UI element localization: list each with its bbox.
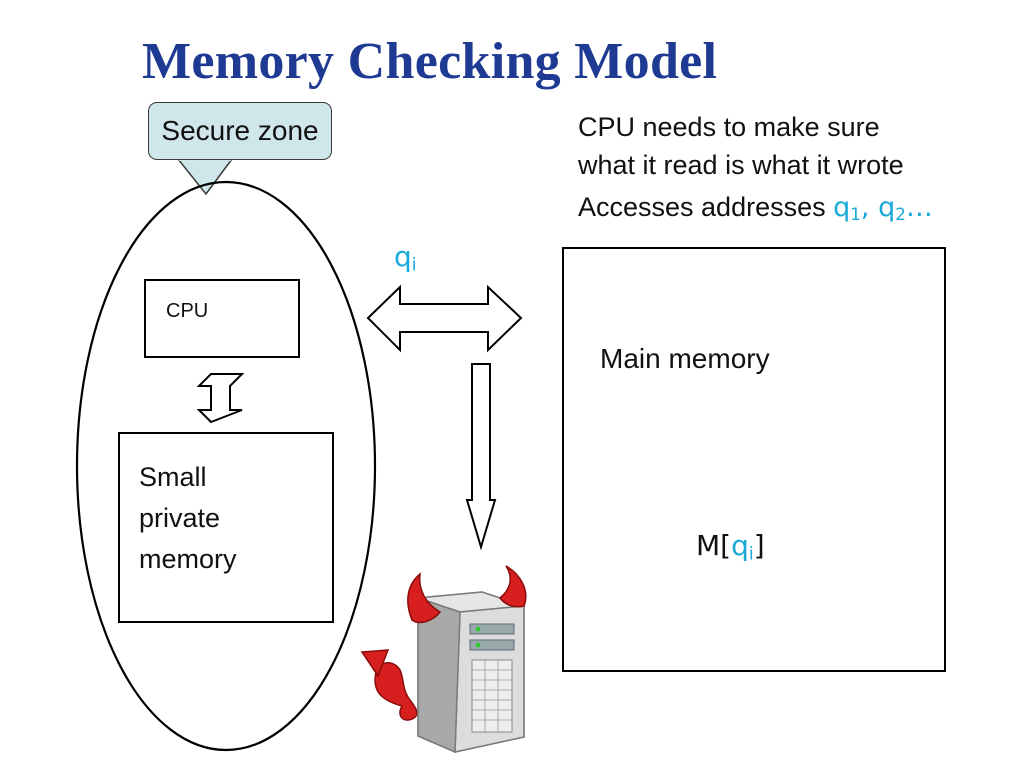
secure-zone-ellipse xyxy=(75,180,377,752)
down-arrow-to-adversary xyxy=(465,363,497,551)
private-memory-box: Small private memory xyxy=(118,432,334,623)
note-line-3-prefix: Accesses addresses xyxy=(578,192,834,222)
secure-zone-callout: Secure zone xyxy=(148,102,332,160)
private-memory-line-1: Small xyxy=(139,462,207,492)
main-memory-label: Main memory xyxy=(600,343,770,374)
devil-server-icon xyxy=(360,565,527,754)
cpu-box: CPU xyxy=(144,279,300,358)
page-title: Memory Checking Model xyxy=(142,33,718,90)
note-line-1: CPU needs to make sure xyxy=(578,112,880,142)
cpu-main-memory-double-arrow xyxy=(366,284,523,353)
callout-tail xyxy=(176,158,234,196)
private-memory-line-2: private xyxy=(139,503,221,533)
cpu-label: CPU xyxy=(166,300,209,322)
memory-cell-label: M[qi] xyxy=(696,529,765,565)
main-memory-box: Main memory M[qi] xyxy=(562,247,946,672)
private-memory-line-3: memory xyxy=(139,544,237,574)
address-q1: q1, q2… xyxy=(833,192,933,225)
note-line-3: Accesses addresses q1, q2… xyxy=(578,192,933,224)
cpu-memory-double-arrow xyxy=(196,373,245,424)
note-line-2: what it read is what it wrote xyxy=(578,150,904,180)
arrow-address-label: qi xyxy=(394,240,417,276)
